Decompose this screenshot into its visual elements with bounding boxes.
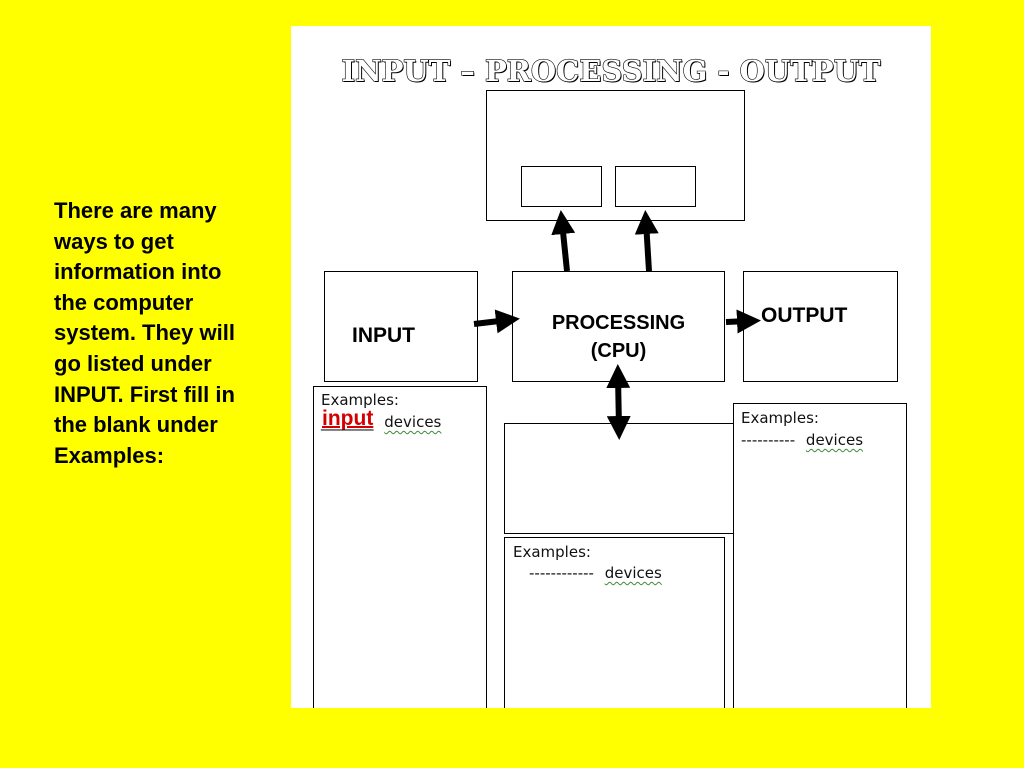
cpu-text: (CPU) xyxy=(590,340,647,362)
arrow-processing-to-output xyxy=(725,309,761,334)
instruction-text: There are many ways to get information i… xyxy=(54,198,235,468)
arrow-processing-to-memory-right xyxy=(634,210,659,272)
processing-text: PROCESSING xyxy=(551,312,686,334)
output-devices-word: devices xyxy=(805,431,864,449)
flow-arrows xyxy=(473,210,761,440)
output-examples-label: Examples: xyxy=(741,409,819,427)
output-examples-box: Examples: ---------- devices xyxy=(733,403,907,708)
input-answer: input xyxy=(322,407,374,430)
output-blank: ---------- xyxy=(741,431,796,449)
arrow-processing-storage xyxy=(606,364,631,440)
memory-box xyxy=(486,90,745,221)
worksheet-title: INPUT – PROCESSING - OUTPUT xyxy=(341,53,881,88)
memory-inner-box-left xyxy=(521,166,602,207)
output-label: OUTPUT xyxy=(761,304,848,327)
storage-devices-word: devices xyxy=(604,564,662,582)
arrow-processing-to-memory-left xyxy=(551,210,576,272)
input-examples-label: Examples: xyxy=(321,391,399,409)
processing-label: PROCESSING (CPU) xyxy=(513,309,724,365)
storage-examples-line: ------------ devices xyxy=(529,564,662,582)
storage-examples-box: Examples: ------------ devices xyxy=(504,537,725,708)
arrow-input-to-processing xyxy=(473,309,520,334)
input-examples-box: Examples: _______ devices input xyxy=(313,386,487,708)
memory-inner-box-right xyxy=(615,166,696,207)
input-box: INPUT xyxy=(324,271,478,382)
storage-box xyxy=(504,423,734,534)
output-box: OUTPUT xyxy=(743,271,898,382)
output-examples-line: ---------- devices xyxy=(741,431,863,449)
processing-box: PROCESSING (CPU) xyxy=(512,271,725,382)
input-examples-line: _______ devices xyxy=(321,413,441,431)
input-label: INPUT xyxy=(352,324,415,347)
worksheet: INPUT – PROCESSING - OUTPUT INPUT PROCES… xyxy=(291,26,931,708)
storage-blank: ------------ xyxy=(529,564,594,582)
input-blank: _______ xyxy=(321,413,374,431)
storage-examples-label: Examples: xyxy=(513,543,591,561)
input-devices-word: devices xyxy=(384,413,442,431)
